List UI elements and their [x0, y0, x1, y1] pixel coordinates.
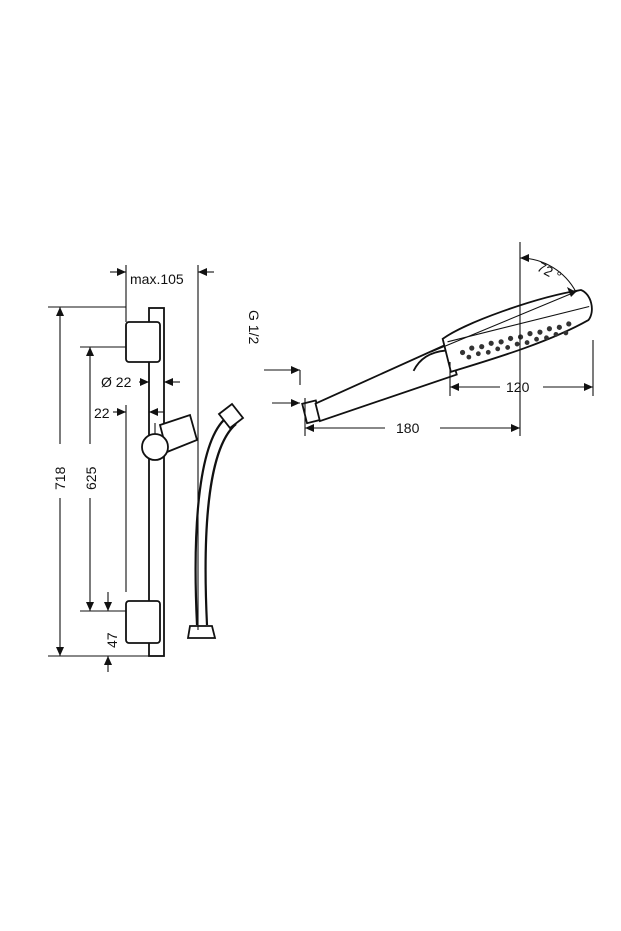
arrowhead	[86, 602, 94, 611]
arrowhead	[567, 287, 576, 297]
dim-label-total: 718	[52, 466, 68, 490]
dim-label-angle: 72 °	[535, 259, 565, 285]
angle-reference-line	[430, 289, 581, 353]
arrowhead	[198, 268, 207, 276]
arrowhead	[149, 408, 158, 416]
slider-knob	[141, 433, 169, 461]
arrowhead	[291, 399, 300, 407]
dim-head-width: 120	[449, 340, 594, 396]
arrowhead	[520, 254, 529, 262]
arrowhead	[104, 656, 112, 665]
shower-head	[441, 289, 593, 374]
hose-top-fitting	[217, 402, 245, 430]
dim-max-projection: max.105	[110, 265, 214, 630]
arrowhead	[584, 383, 593, 391]
rail-bar	[148, 307, 165, 657]
dim-total-length: 718	[48, 306, 149, 657]
shower-hose	[186, 402, 245, 639]
hand-shower	[301, 289, 593, 425]
dim-bottom-offset: 47	[104, 592, 120, 672]
dim-bar-offset: 22	[94, 405, 164, 592]
arrowhead	[164, 378, 173, 386]
hose-line-outer	[194, 417, 227, 626]
dim-label-handle: 180	[396, 420, 420, 436]
dim-label-head: 120	[506, 379, 530, 395]
dim-label-max: max.105	[130, 271, 184, 287]
arrowhead	[450, 383, 459, 391]
arrowhead	[56, 647, 64, 656]
spray-face	[459, 321, 572, 360]
arrowhead	[305, 424, 314, 432]
arrowhead	[104, 602, 112, 611]
dim-handle-length: 180	[304, 398, 520, 436]
top-wall-bracket	[125, 321, 161, 363]
dim-bar-length: 625	[80, 346, 126, 612]
dim-thread: G 1/2	[246, 310, 301, 407]
dim-label-bar: 625	[83, 466, 99, 490]
head-centerline	[447, 305, 590, 343]
arrowhead	[117, 408, 126, 416]
arrowhead	[511, 424, 520, 432]
hose-line-inner	[204, 423, 237, 626]
dim-label-diameter: Ø 22	[101, 374, 132, 390]
hose-bottom-fitting	[186, 625, 217, 639]
shower-rail	[125, 307, 199, 657]
bottom-wall-bracket	[125, 600, 161, 644]
arrowhead	[291, 366, 300, 374]
arrowhead	[117, 268, 126, 276]
dim-bar-diameter: Ø 22	[101, 374, 180, 390]
handle-button	[412, 349, 446, 372]
arrowhead	[56, 307, 64, 316]
arrowhead	[86, 347, 94, 356]
arrowhead	[140, 378, 149, 386]
dim-label-thread: G 1/2	[246, 310, 262, 344]
dim-label-offset: 22	[94, 405, 110, 421]
dim-label-bottom: 47	[104, 632, 120, 648]
